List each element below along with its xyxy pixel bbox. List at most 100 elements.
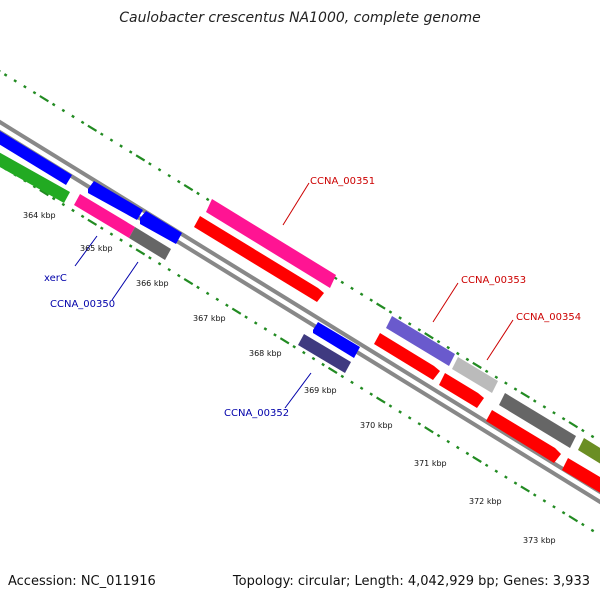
- minor-tick: [494, 469, 499, 474]
- feature-blue-reverse-3[interactable]: [313, 322, 360, 358]
- minor-tick: [359, 386, 364, 391]
- minor-tick: [205, 291, 210, 296]
- feature-red-forward-2[interactable]: [374, 333, 440, 380]
- minor-tick: [119, 238, 123, 242]
- minor-tick: [398, 316, 402, 320]
- minor-tick: [32, 184, 37, 189]
- major-tick: [327, 366, 338, 375]
- feature-blue-forward[interactable]: [0, 128, 72, 185]
- gene-labels: xerC CCNA_00350 CCNA_00351 CCNA_00352 CC…: [44, 176, 581, 419]
- minor-tick: [446, 439, 451, 444]
- tick-labels: 364 kbp 365 kbp 366 kbp 367 kbp 368 kbp …: [23, 211, 556, 545]
- major-tick: [376, 302, 386, 310]
- minor-tick: [561, 416, 566, 421]
- major-tick: [39, 189, 49, 197]
- minor-tick: [398, 410, 402, 414]
- major-tick: [520, 391, 530, 399]
- feature-gray-right[interactable]: [499, 393, 576, 448]
- minor-tick: [407, 322, 412, 326]
- minor-tick: [359, 292, 364, 297]
- minor-tick: [455, 445, 460, 450]
- minor-tick: [446, 345, 451, 350]
- minor-tick: [176, 273, 181, 278]
- topology-text: Topology: circular; Length: 4,042,929 bp…: [232, 574, 590, 589]
- major-tick: [568, 421, 579, 429]
- major-tick: [135, 248, 146, 256]
- major-tick: [472, 455, 482, 463]
- gene-label-ccna-00354[interactable]: CCNA_00354: [516, 312, 581, 323]
- feature-blue-reverse-2[interactable]: [140, 211, 182, 244]
- minor-tick: [205, 197, 210, 202]
- minor-tick: [167, 267, 172, 272]
- major-tick: [231, 307, 242, 315]
- minor-tick: [3, 73, 8, 77]
- minor-tick: [465, 451, 470, 456]
- minor-tick: [590, 528, 595, 533]
- feature-red-forward-4[interactable]: [486, 410, 561, 463]
- minor-tick: [311, 356, 316, 361]
- feature-pink-ccna-00351[interactable]: [206, 199, 336, 288]
- minor-tick: [340, 280, 345, 285]
- minor-tick: [504, 381, 508, 385]
- inner-tick-track: [0, 164, 595, 533]
- minor-tick: [388, 404, 393, 408]
- minor-tick: [263, 327, 268, 331]
- minor-tick: [494, 375, 499, 380]
- minor-tick: [292, 344, 297, 349]
- minor-tick: [407, 416, 412, 420]
- gene-label-ccna-00350[interactable]: CCNA_00350: [50, 299, 115, 310]
- minor-tick: [244, 315, 248, 319]
- feature-gray-ccna-00350[interactable]: [129, 227, 171, 260]
- minor-tick: [13, 79, 18, 83]
- gene-label-xerC[interactable]: xerC: [44, 273, 67, 284]
- minor-tick: [590, 434, 595, 439]
- minor-tick: [436, 433, 441, 438]
- minor-tick: [484, 369, 489, 374]
- tick-label: 368 kbp: [249, 349, 282, 358]
- feature-olive-right[interactable]: [578, 438, 600, 466]
- minor-tick: [167, 173, 172, 178]
- minor-tick: [196, 285, 200, 290]
- minor-tick: [542, 499, 547, 503]
- feature-track: [0, 128, 600, 495]
- minor-tick: [350, 286, 354, 291]
- minor-tick: [61, 202, 66, 207]
- major-tick: [520, 485, 530, 493]
- major-tick: [183, 183, 194, 192]
- minor-tick: [273, 333, 277, 337]
- gene-label-ccna-00352[interactable]: CCNA_00352: [224, 408, 289, 419]
- major-tick: [135, 154, 146, 162]
- major-tick: [87, 218, 98, 226]
- minor-tick: [581, 428, 585, 433]
- minor-tick: [215, 297, 220, 302]
- minor-tick: [581, 522, 585, 527]
- feature-green[interactable]: [0, 150, 70, 203]
- minor-tick: [119, 144, 123, 148]
- minor-tick: [80, 120, 85, 125]
- minor-tick: [417, 328, 422, 332]
- minor-tick: [350, 380, 354, 385]
- minor-tick: [99, 132, 104, 136]
- feature-red-forward-3[interactable]: [439, 373, 484, 408]
- feature-red-forward-5[interactable]: [562, 458, 600, 495]
- major-tick: [376, 396, 386, 404]
- minor-tick: [80, 214, 85, 219]
- feature-red-forward-1[interactable]: [194, 216, 324, 302]
- feature-lightgray[interactable]: [452, 357, 498, 393]
- feature-pink-ccna-00350[interactable]: [74, 194, 135, 238]
- feature-darkslate-ccna-00352[interactable]: [298, 334, 351, 373]
- major-tick: [472, 361, 482, 369]
- minor-tick: [513, 387, 518, 391]
- tick-label: 371 kbp: [414, 459, 447, 468]
- minor-tick: [321, 362, 325, 367]
- feature-blue-reverse-xerC[interactable]: [88, 181, 143, 220]
- minor-tick: [71, 208, 75, 213]
- gene-label-ccna-00351[interactable]: CCNA_00351: [310, 176, 375, 187]
- feature-slate-ccna-00353[interactable]: [386, 316, 455, 366]
- gene-label-ccna-00353[interactable]: CCNA_00353: [461, 275, 526, 286]
- tick-label: 369 kbp: [304, 386, 337, 395]
- outer-tick-track: [0, 70, 595, 439]
- minor-tick: [61, 108, 66, 113]
